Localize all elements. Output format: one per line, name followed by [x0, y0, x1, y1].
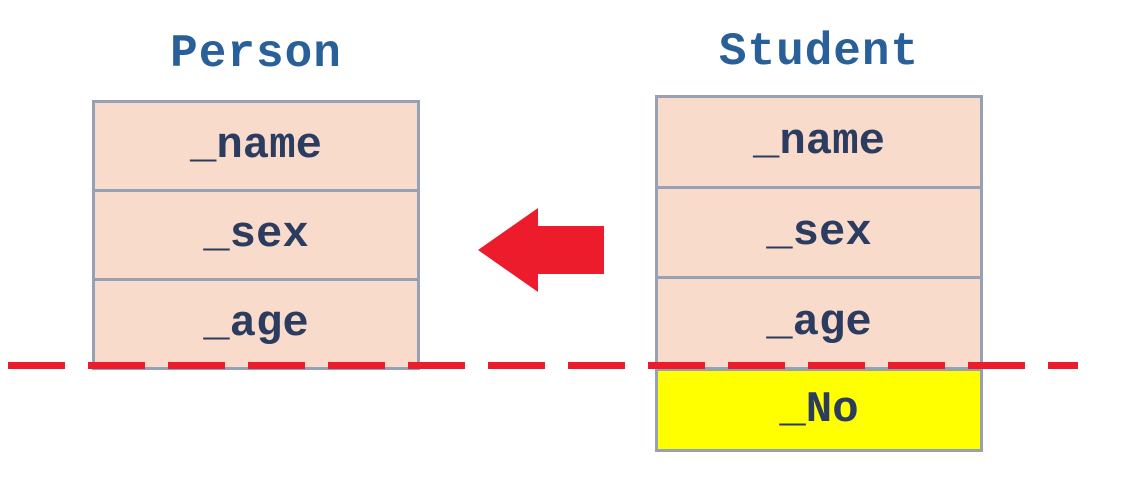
- student-field-age: _age: [658, 276, 980, 367]
- student-class-box: _name _sex _age: [655, 95, 983, 370]
- person-class-title: Person: [170, 28, 342, 80]
- person-field-sex: _sex: [95, 189, 417, 278]
- student-field-sex: _sex: [658, 185, 980, 277]
- student-highlighted-field-no: _No: [655, 368, 983, 452]
- dashed-slice-line: [8, 362, 1078, 369]
- student-class-title: Student: [718, 26, 920, 78]
- person-field-name: _name: [189, 121, 323, 171]
- person-class-box: _name _sex _age: [92, 100, 420, 370]
- left-arrow-icon: [478, 208, 604, 292]
- person-field-age: _age: [95, 278, 417, 367]
- student-field-name: _name: [752, 116, 886, 167]
